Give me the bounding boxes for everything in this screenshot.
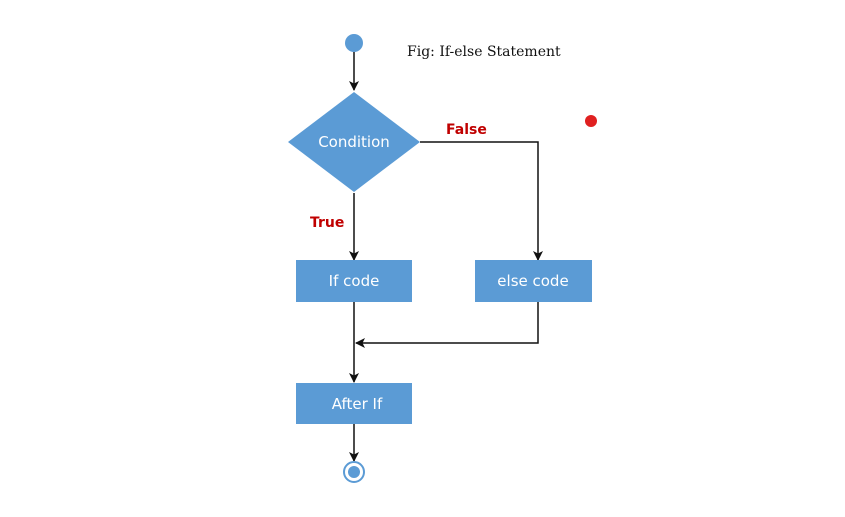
after-if-label: After If [332, 395, 383, 413]
after-if-box [296, 383, 412, 424]
condition-diamond [288, 92, 420, 192]
edge-else-merge [355, 302, 539, 348]
true-label: True [310, 215, 344, 231]
edge-condition-false [420, 141, 543, 261]
start-node [345, 34, 363, 52]
else-code-label: else code [497, 272, 568, 290]
figure-caption: Fig: If-else Statement [407, 44, 561, 60]
condition-label: Condition [318, 133, 390, 151]
red-dot-marker [585, 115, 597, 127]
end-node-dot [348, 466, 360, 478]
false-label: False [446, 122, 487, 138]
if-code-label: If code [329, 272, 380, 290]
if-code-box [296, 260, 412, 302]
else-code-box [475, 260, 592, 302]
